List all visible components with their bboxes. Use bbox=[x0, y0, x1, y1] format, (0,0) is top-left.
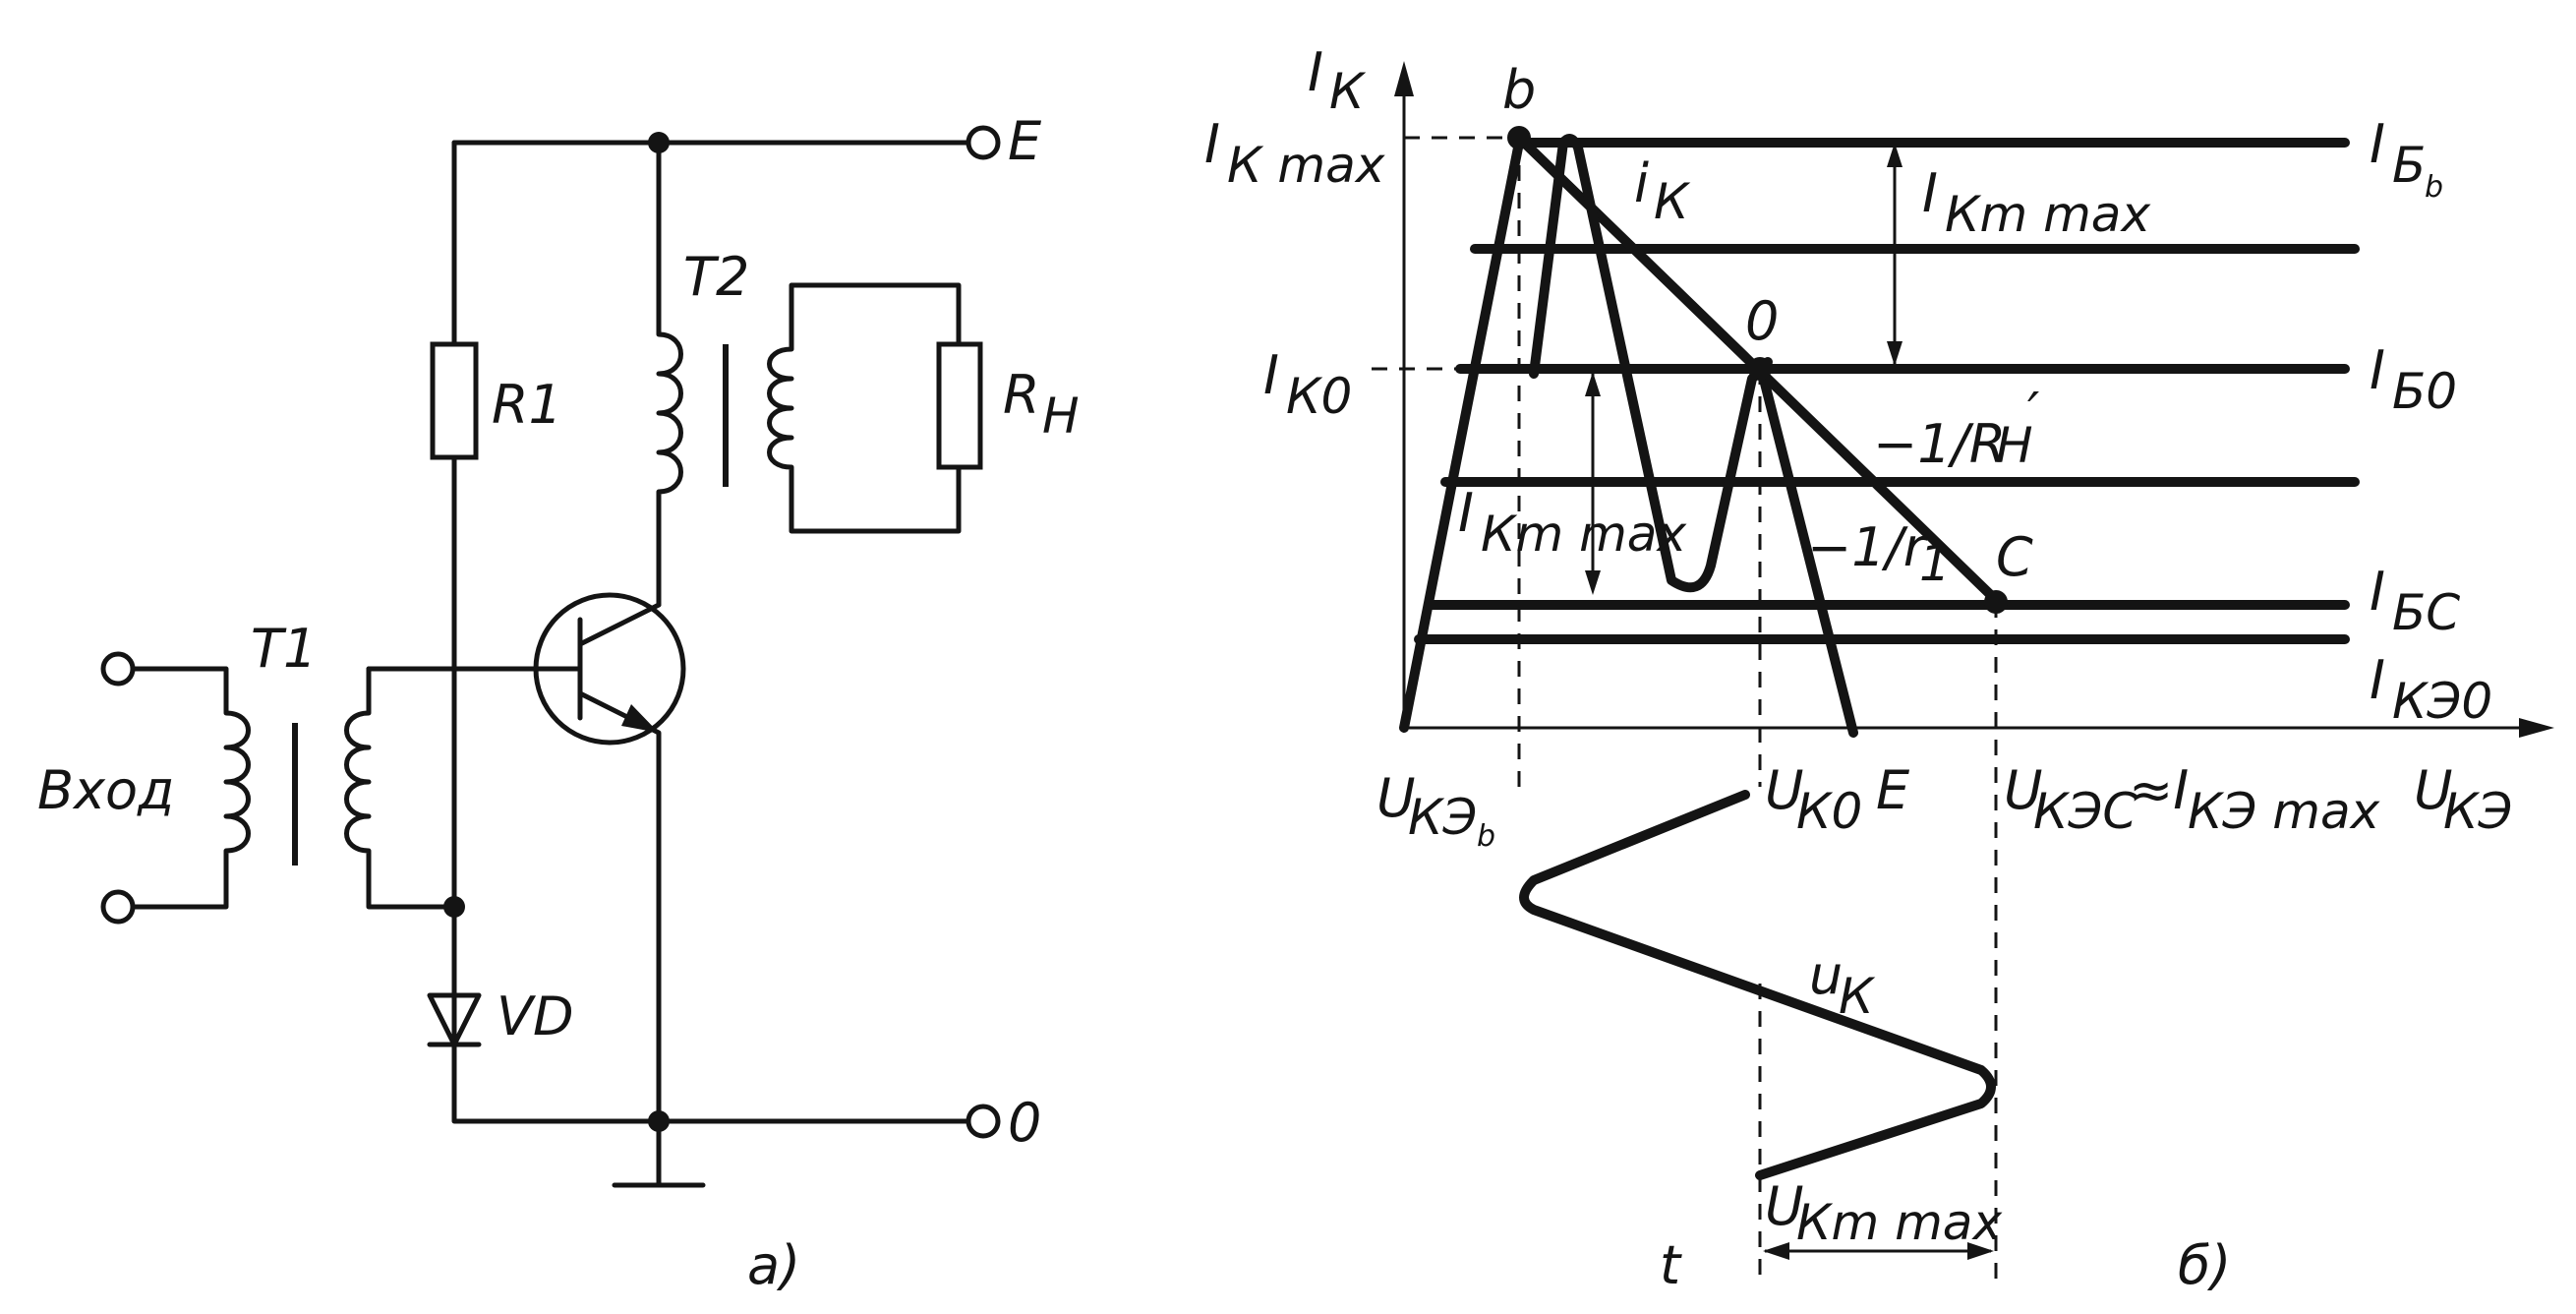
ukm-max-label: U bbox=[1765, 1175, 1804, 1237]
t2-primary-coil bbox=[656, 140, 683, 608]
uk0-label-sub: К0 bbox=[1796, 783, 1862, 840]
ib-0-label-sub: Б0 bbox=[2392, 363, 2457, 420]
load-label: R bbox=[1003, 364, 1040, 426]
ikm-max-mid-dim bbox=[1585, 372, 1601, 595]
r1-line bbox=[1755, 359, 1858, 738]
t2-label: T2 bbox=[683, 246, 749, 308]
ground-terminal bbox=[966, 1104, 1001, 1139]
t2-secondary-coil bbox=[767, 282, 962, 534]
ground-icon bbox=[612, 1118, 706, 1188]
x-axis-label-sub: КЭ bbox=[2443, 783, 2512, 840]
ib-0-label: I bbox=[2370, 339, 2385, 401]
load-slope-label-prime: ′ bbox=[2027, 382, 2039, 444]
resistor-r1 bbox=[430, 341, 479, 460]
ik-waveform bbox=[1529, 134, 1773, 593]
uk-waveform bbox=[1519, 790, 1996, 1180]
point-c-label: C bbox=[1996, 526, 2033, 588]
diode-vd bbox=[427, 992, 482, 1047]
ikm-max-top-label-sub: Кm max bbox=[1945, 186, 2150, 243]
ukm-max-dim bbox=[1763, 1242, 1994, 1260]
input-terminal-bottom bbox=[100, 889, 136, 925]
ukec-tail-label-sub: КЭ max bbox=[2188, 783, 2380, 840]
y-axis-arrow-icon bbox=[1394, 61, 1414, 96]
uk-wave-label: u bbox=[1809, 944, 1843, 1006]
r1-label: R1 bbox=[492, 374, 562, 436]
uk0-label: U bbox=[1765, 759, 1804, 821]
output-characteristics: I К U КЭ b 0 C E I К max I К0 I Кm max I… bbox=[1204, 41, 2554, 1296]
uke-b-label-sub: КЭ bbox=[1408, 789, 1477, 846]
ukec-label: U bbox=[2004, 759, 2043, 821]
r1-slope-label: −1/r bbox=[1807, 516, 1928, 578]
supply-terminal bbox=[966, 125, 1001, 160]
ib-c-label-sub: БC bbox=[2392, 584, 2460, 641]
load-slope-label: −1/R bbox=[1873, 413, 2006, 475]
load-slope-label-sub: Н bbox=[1996, 417, 2033, 474]
t1-primary-coil bbox=[130, 666, 251, 910]
ukec-label-sub: КЭC bbox=[2033, 783, 2137, 840]
circuit-caption: а) bbox=[747, 1234, 800, 1296]
ikeo-label-sub: КЭ0 bbox=[2392, 673, 2492, 730]
x-axis-label: U bbox=[2414, 759, 2453, 821]
bias-wire bbox=[451, 140, 971, 1124]
transistor-leads bbox=[366, 602, 662, 1124]
x-axis-arrow-icon bbox=[2519, 718, 2554, 738]
ikm-max-mid-label: I bbox=[1458, 482, 1474, 544]
ib-b-label-sub: Б bbox=[2392, 137, 2426, 194]
ib-c-label: I bbox=[2370, 561, 2385, 623]
uke-b-label: U bbox=[1376, 767, 1416, 829]
ik-wave-label-sub: К bbox=[1654, 173, 1691, 230]
t1-label: T1 bbox=[251, 618, 317, 680]
ib-b-label: I bbox=[2370, 113, 2385, 175]
supply-label: E bbox=[1008, 110, 1042, 172]
point-e-label: E bbox=[1876, 759, 1910, 821]
load-label-sub: Н bbox=[1042, 388, 1080, 445]
input-label: Вход bbox=[37, 759, 174, 821]
t1-secondary-coil bbox=[344, 666, 457, 910]
input-terminal-top bbox=[100, 651, 136, 687]
graph-caption: б) bbox=[2178, 1234, 2231, 1296]
point-b-label: b bbox=[1502, 59, 1536, 121]
ik0-label: I bbox=[1263, 344, 1279, 406]
ukec-tail-label: ≈I bbox=[2129, 759, 2189, 821]
ik-wave-label: i bbox=[1634, 152, 1649, 214]
ik0-label-sub: К0 bbox=[1286, 368, 1352, 425]
ik-max-label-sub: К max bbox=[1227, 137, 1385, 194]
ib-b-label-sub2: b bbox=[2425, 170, 2443, 205]
load-resistor bbox=[936, 341, 983, 470]
ikm-max-top-label: I bbox=[1922, 162, 1938, 224]
emitter-arrow-icon bbox=[621, 704, 659, 733]
diode-label: VD bbox=[497, 986, 574, 1047]
ik-max-label: I bbox=[1204, 113, 1220, 175]
ukm-max-label-sub: Кm max bbox=[1796, 1194, 2002, 1251]
y-axis-label: I bbox=[1308, 41, 1323, 103]
uke-b-label-sub2: b bbox=[1477, 819, 1495, 854]
point-0-label: 0 bbox=[1745, 290, 1779, 352]
ikeo-label: I bbox=[2370, 649, 2385, 711]
r1-slope-label-sub: 1 bbox=[1919, 535, 1951, 592]
ground-label: 0 bbox=[1008, 1092, 1041, 1154]
ikm-max-top-dim bbox=[1887, 143, 1903, 366]
y-axis-label-sub: К bbox=[1329, 63, 1367, 120]
time-axis-label: t bbox=[1660, 1234, 1682, 1296]
circuit-schematic: E 0 Вход T1 T2 R1 R Н VD а) bbox=[37, 110, 1080, 1296]
uk-wave-label-sub: К bbox=[1839, 968, 1876, 1025]
ikm-max-mid-label-sub: Кm max bbox=[1481, 506, 1686, 563]
